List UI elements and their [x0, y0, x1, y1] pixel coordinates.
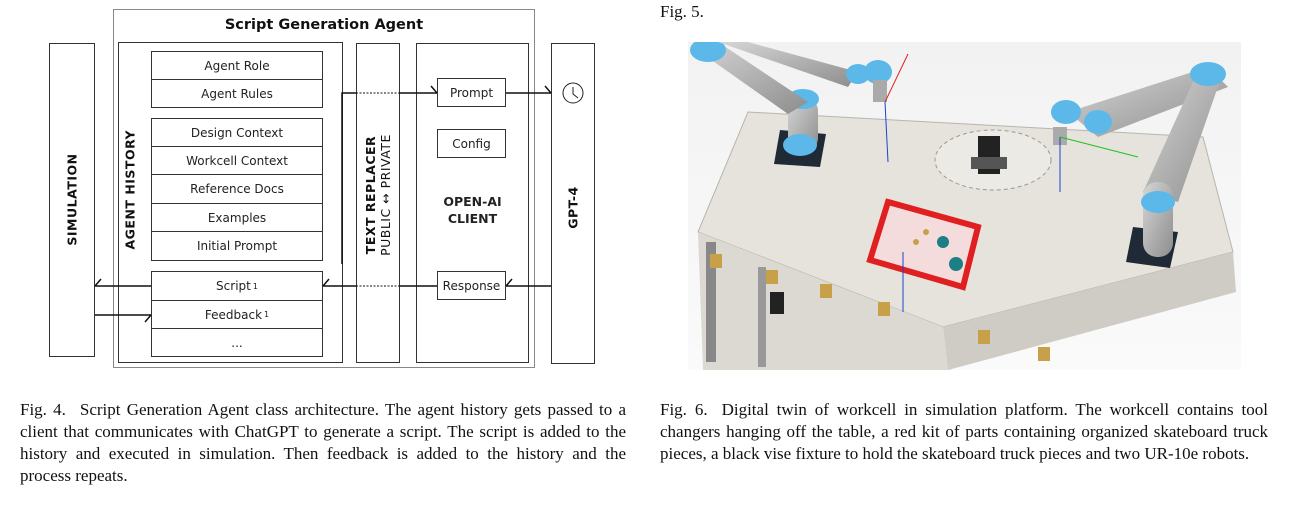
history-item-agent-role	[151, 51, 323, 80]
history-item-examples	[151, 203, 323, 232]
robot-right	[1051, 62, 1228, 257]
gpt4-box	[551, 43, 595, 364]
prompt-to-gpt-arrow	[506, 85, 552, 94]
table-side	[943, 252, 1236, 370]
history-to-prompt-arrow	[341, 85, 438, 264]
openai-client-label: OPEN-AI CLIENT	[416, 190, 529, 230]
text-replacer-box	[356, 43, 400, 363]
figure-6-number: Fig. 6.	[660, 400, 708, 419]
prompt-label: Prompt	[449, 85, 494, 100]
tool-changers	[710, 254, 1050, 361]
figure-6-text: Digital twin of workcell in simulation p…	[660, 400, 1268, 463]
history-item-initial-prompt	[151, 231, 323, 261]
script-text: Script	[216, 279, 251, 293]
history-item-feedback	[151, 300, 323, 329]
feedback-subscript: 1	[264, 310, 270, 319]
workcell-simulation-image	[688, 42, 1241, 370]
history-item-label: Workcell Context	[186, 153, 288, 168]
config-label: Config	[452, 136, 491, 151]
history-item-more	[151, 328, 323, 357]
figure-6-caption: Fig. 6.Digital twin of workcell in simul…	[660, 399, 1268, 465]
response-box	[437, 271, 506, 300]
history-item-agent-rules	[151, 79, 323, 108]
client-title-line1: OPEN-AI	[443, 194, 502, 209]
history-item-agent-rules-label: Agent Rules	[201, 86, 273, 101]
robot-left	[690, 42, 892, 156]
gpt-to-response-arrow	[505, 278, 551, 287]
history-item-label: Design Context	[190, 125, 284, 140]
script-subscript: 1	[252, 281, 258, 291]
script-to-simulation-arrow	[94, 278, 151, 287]
history-item-reference-docs	[151, 174, 323, 204]
simulation-to-feedback-arrow	[95, 314, 152, 323]
history-item-label: Examples	[207, 210, 267, 225]
response-to-script-arrow	[322, 278, 437, 287]
prompt-box	[437, 78, 506, 107]
clock-icon	[562, 82, 584, 104]
figure-4-number: Fig. 4.	[20, 400, 66, 419]
diagram-arrows	[94, 82, 584, 323]
figure-4-caption: Fig. 4.Script Generation Agent class arc…	[20, 399, 626, 487]
client-title-line2: CLIENT	[447, 211, 498, 226]
feedback-text: Feedback	[204, 307, 263, 322]
agent-title: Script Generation Agent	[224, 17, 424, 33]
previous-figure-label-fragment: Fig. 5.	[660, 2, 704, 21]
history-item-label: Reference Docs	[190, 182, 284, 196]
simulation-box	[49, 43, 95, 357]
figure-4-text: Script Generation Agent class architectu…	[20, 400, 626, 485]
history-item-more-label: ...	[231, 335, 243, 350]
config-box	[437, 129, 506, 158]
history-item-agent-role-label: Agent Role	[204, 58, 270, 73]
history-item-label: Initial Prompt	[196, 239, 278, 253]
response-label: Response	[442, 278, 501, 293]
